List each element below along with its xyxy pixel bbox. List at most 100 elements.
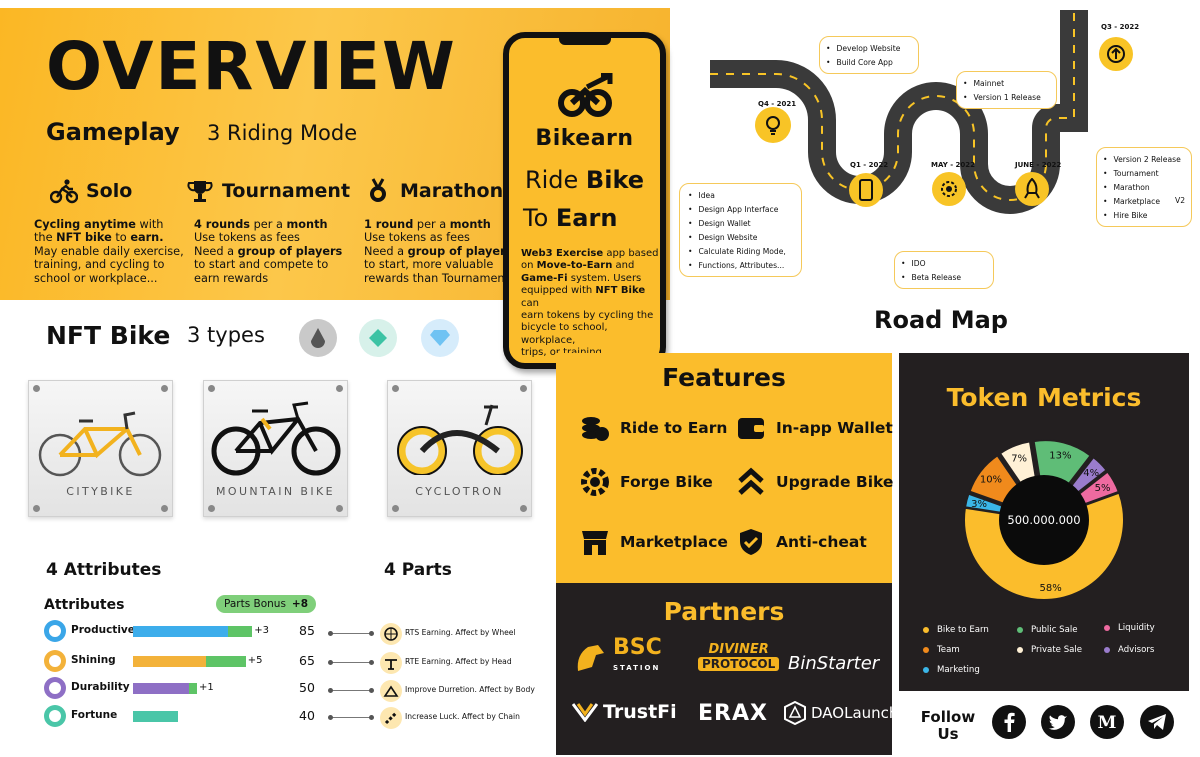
attribute-row: Fortune 40 bbox=[44, 705, 374, 727]
text-line: trips, or training. bbox=[521, 347, 605, 359]
attribute-name: Shining bbox=[71, 654, 116, 666]
part-row: RTS Earning. Affect by Wheel bbox=[328, 623, 550, 645]
tagline-line-1: Ride Bike bbox=[509, 166, 660, 194]
roadmap-item: Version 1 Release bbox=[963, 91, 1050, 105]
attribute-icon bbox=[44, 620, 66, 642]
pie-slice-label: 58% bbox=[1039, 583, 1061, 594]
token-pie-chart: 58%3%10%7%13%4%5%500.000.000 bbox=[963, 439, 1125, 601]
roadmap-item: Develop Website bbox=[826, 42, 912, 56]
roadmap-box-idea: IdeaDesign App InterfaceDesign WalletDes… bbox=[679, 183, 802, 277]
partner-erax[interactable]: ERAX bbox=[698, 701, 768, 726]
attributes-subheading: Attributes bbox=[44, 597, 125, 613]
road-map-title: Road Map bbox=[874, 306, 1008, 334]
legend-item: Team bbox=[923, 645, 960, 655]
partner-binstarter[interactable]: BinStarter bbox=[788, 653, 879, 674]
text-line: Use tokens as fees bbox=[194, 231, 300, 245]
text-line: to start and compete to bbox=[194, 258, 329, 272]
features-title: Features bbox=[662, 363, 786, 392]
medium-icon[interactable]: M bbox=[1090, 705, 1124, 739]
text-line: rewards than Tournament bbox=[364, 271, 509, 285]
partner-sub: STATION bbox=[613, 664, 661, 672]
part-row: Improve Durretion. Affect by Body bbox=[328, 680, 550, 702]
partner-name: BinStarter bbox=[788, 653, 880, 674]
phone-notch bbox=[559, 37, 611, 45]
daolaunch-logo-icon bbox=[784, 701, 806, 725]
roadmap-item: Functions, Attributes... bbox=[688, 259, 795, 273]
nft-bike-title: NFT Bike bbox=[46, 321, 171, 350]
pie-slice-label: 4% bbox=[1083, 468, 1099, 479]
connector-line bbox=[328, 688, 374, 693]
attribute-name: Fortune bbox=[71, 709, 118, 721]
roadmap-item: Mainnet bbox=[963, 77, 1050, 91]
bike-name: CYCLOTRON bbox=[415, 485, 504, 498]
pie-center bbox=[999, 475, 1089, 565]
roadmap-item: Design Wallet bbox=[688, 217, 795, 231]
v2-label: V2 bbox=[1175, 196, 1186, 205]
mode-solo: Solo bbox=[50, 178, 132, 204]
bike-card-mountain-bike[interactable]: MOUNTAIN BIKE bbox=[203, 380, 348, 517]
mode-name: Tournament bbox=[222, 180, 351, 202]
parts-heading: 4 Parts bbox=[384, 560, 452, 580]
part-row: Increase Luck. Affect by Chain bbox=[328, 707, 550, 729]
partner-daolaunch[interactable]: DAOLaunch bbox=[784, 701, 898, 725]
feature-label: Upgrade Bike bbox=[776, 473, 894, 491]
citybike-image-icon bbox=[38, 411, 162, 477]
part-description: Increase Luck. Affect by Chain bbox=[405, 712, 520, 721]
partner-name: PROTOCOL bbox=[698, 657, 780, 671]
tagline-bold: Bike bbox=[585, 166, 645, 194]
roadmap-item: Design App Interface bbox=[688, 203, 795, 217]
feature-marketplace: Marketplace bbox=[580, 527, 728, 557]
feature-label: Marketplace bbox=[620, 533, 728, 551]
bike-card-citybike[interactable]: CITYBIKE bbox=[28, 380, 173, 517]
text-line: on Move-to-Earn and bbox=[521, 260, 635, 272]
partner-trustfi[interactable]: TrustFi bbox=[572, 701, 677, 723]
feature-in-app-wallet: In-app Wallet bbox=[736, 413, 893, 443]
tagline-line-2: To Earn bbox=[523, 204, 617, 232]
legend-label: Private Sale bbox=[1031, 645, 1083, 655]
roadmap-item: Beta Release bbox=[901, 271, 987, 285]
feature-forge-bike: Forge Bike bbox=[580, 467, 713, 497]
double-chevron-up-icon bbox=[738, 467, 764, 495]
text-line: school or workplace... bbox=[34, 271, 158, 285]
text-line: May enable daily exercise, bbox=[34, 244, 184, 258]
attribute-bar bbox=[133, 626, 229, 637]
milestone-q4-2021: Q4 - 2021 bbox=[758, 100, 797, 108]
roadmap-item: Hire Bike bbox=[1103, 209, 1185, 223]
green-gem-icon bbox=[359, 319, 397, 357]
connector-line bbox=[328, 715, 374, 720]
riding-mode-count: 3 Riding Mode bbox=[207, 121, 358, 145]
upgrade-arrow-icon bbox=[1099, 37, 1133, 71]
roadmap-box-version-2: Version 2 ReleaseTournamentMarathonMarke… bbox=[1096, 147, 1192, 227]
facebook-icon[interactable] bbox=[992, 705, 1026, 739]
handlebar-icon bbox=[380, 652, 402, 674]
nft-types-count: 3 types bbox=[187, 323, 265, 347]
legend-item: Bike to Earn bbox=[923, 625, 989, 635]
roadmap-item: Version 2 Release bbox=[1103, 153, 1185, 167]
pie-slice-label: 13% bbox=[1049, 451, 1071, 462]
attribute-bonus-bar bbox=[205, 656, 246, 667]
bike-card-cyclotron[interactable]: CYCLOTRON bbox=[387, 380, 532, 517]
gear-icon bbox=[932, 172, 966, 206]
feature-anti-cheat: Anti-cheat bbox=[736, 527, 867, 557]
partners-title: Partners bbox=[663, 597, 785, 626]
feature-upgrade-bike: Upgrade Bike bbox=[736, 467, 893, 497]
feature-ride-to-earn: Ride to Earn bbox=[580, 413, 727, 443]
twitter-icon[interactable] bbox=[1041, 705, 1075, 739]
attribute-bonus: +1 bbox=[199, 682, 214, 693]
legend-label: Liquidity bbox=[1118, 623, 1155, 633]
telegram-icon[interactable] bbox=[1140, 705, 1174, 739]
bikearn-logo-icon bbox=[558, 73, 613, 117]
pie-slice-label: 5% bbox=[1095, 483, 1111, 494]
medal-icon bbox=[370, 178, 386, 202]
tagline-bold: Earn bbox=[555, 204, 618, 232]
attribute-value: 40 bbox=[299, 708, 315, 723]
attributes-heading: 4 Attributes bbox=[46, 560, 162, 580]
partner-diviner-protocol[interactable]: DIVINER PROTOCOL bbox=[698, 643, 780, 671]
wheel-icon bbox=[380, 623, 402, 645]
